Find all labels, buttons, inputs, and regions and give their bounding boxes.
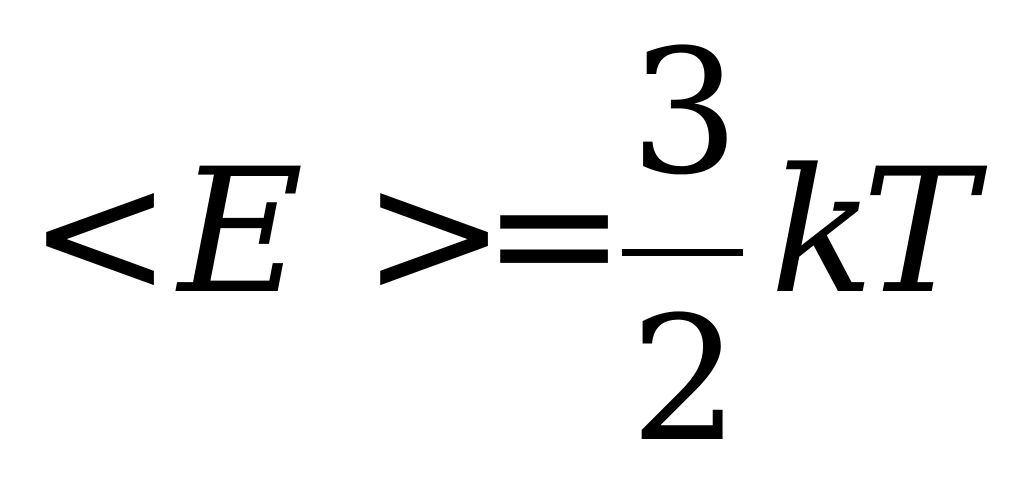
fraction-numerator: 3 — [630, 12, 740, 213]
greater-than-sign: > — [362, 133, 507, 334]
less-than-sign: < — [28, 133, 173, 334]
fraction-denominator: 2 — [630, 279, 740, 480]
equals-sign: = — [482, 133, 627, 334]
temperature-symbol: T — [862, 131, 977, 332]
boltzmann-constant: k — [770, 131, 875, 332]
fraction-bar — [622, 249, 743, 256]
energy-symbol: E — [178, 131, 304, 332]
